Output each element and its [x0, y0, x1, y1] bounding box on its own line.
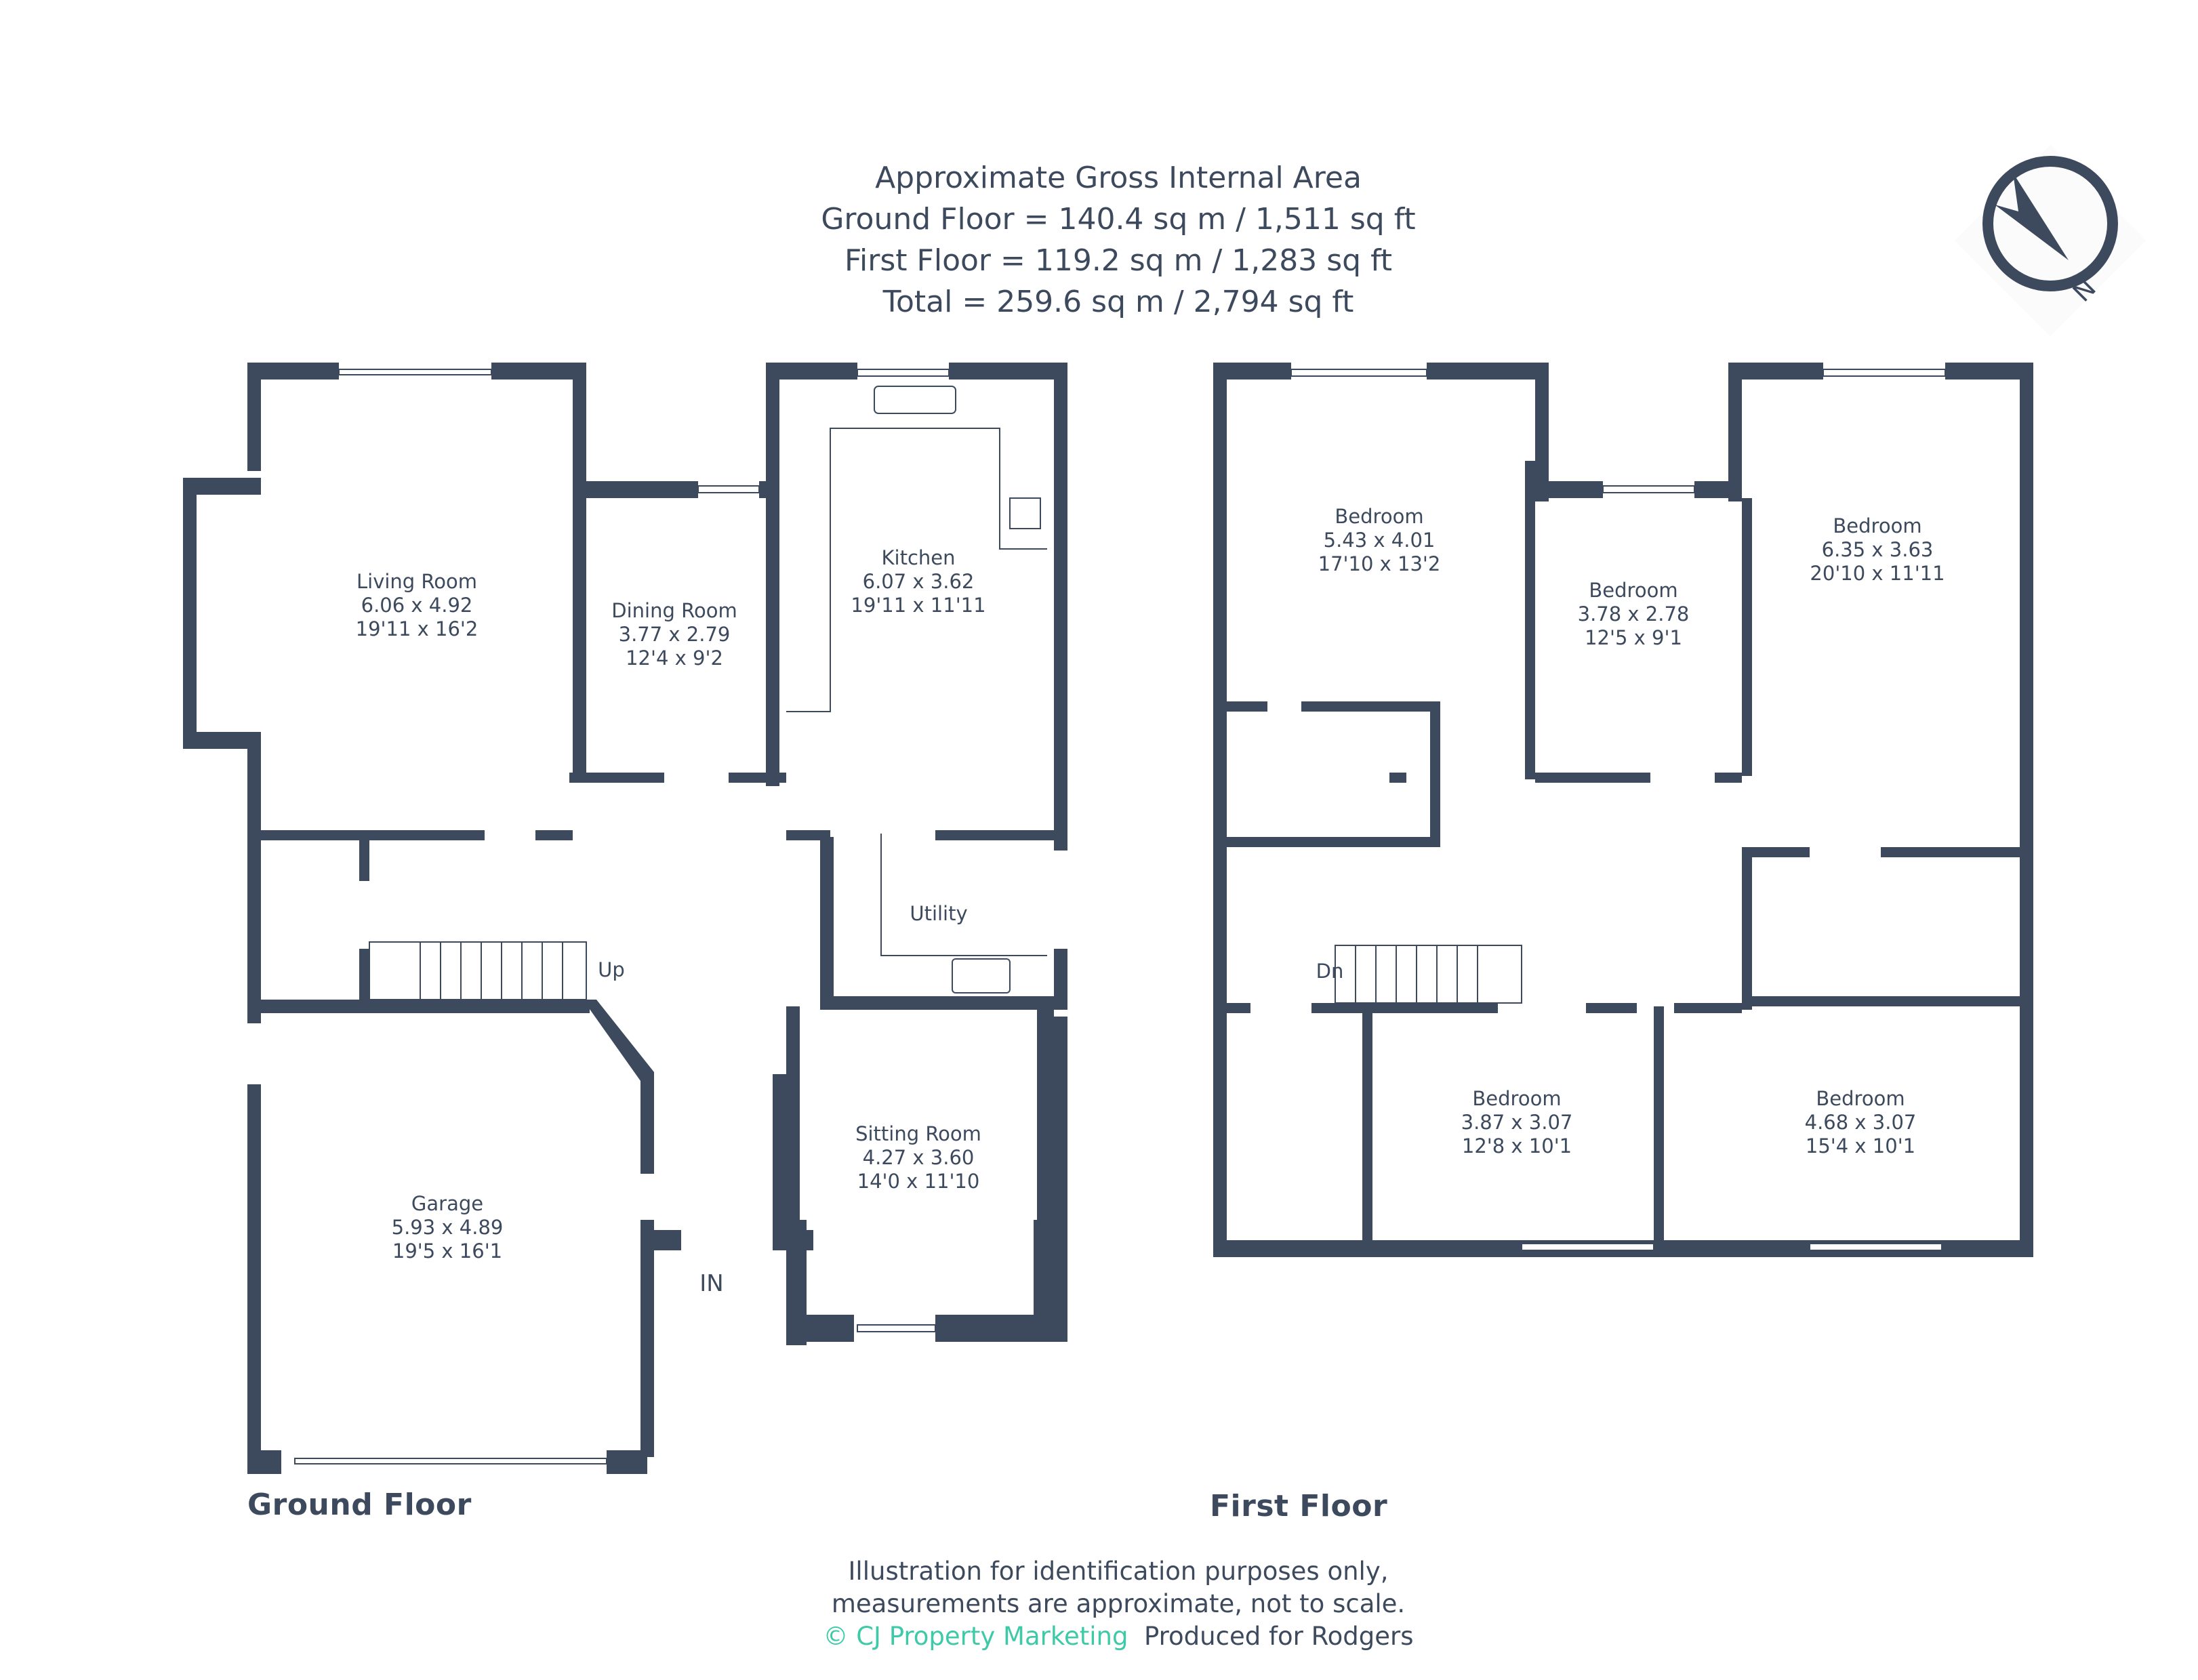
- windows: [294, 369, 1946, 1464]
- bedroom-1-imperial: 17'10 x 13'2: [1318, 552, 1441, 575]
- first-floor-area: First Floor = 119.2 sq m / 1,283 sq ft: [844, 243, 1393, 278]
- bedroom-3-imperial: 20'10 x 11'11: [1810, 562, 1945, 585]
- room-kitchen-name: Kitchen: [882, 546, 956, 569]
- room-garage-metric: 5.93 x 4.89: [392, 1216, 504, 1239]
- disclaimer-line-1: Illustration for identification purposes…: [848, 1557, 1389, 1586]
- room-utility-name: Utility: [910, 902, 967, 925]
- bedroom-4-metric: 3.87 x 3.07: [1461, 1111, 1573, 1134]
- bedroom-3-name: Bedroom: [1833, 514, 1921, 537]
- bedroom-2-name: Bedroom: [1589, 579, 1677, 602]
- bedroom-1-name: Bedroom: [1335, 505, 1423, 528]
- bedroom-3-metric: 6.35 x 3.63: [1822, 538, 1934, 561]
- room-living-imperial: 19'11 x 16'2: [356, 617, 479, 640]
- bedroom-1-metric: 5.43 x 4.01: [1324, 529, 1436, 552]
- ground-floor-area: Ground Floor = 140.4 sq m / 1,511 sq ft: [821, 202, 1416, 237]
- bedroom-5-imperial: 15'4 x 10'1: [1806, 1134, 1915, 1157]
- room-living-name: Living Room: [357, 570, 477, 593]
- room-garage-imperial: 19'5 x 16'1: [392, 1239, 502, 1263]
- area-title: Approximate Gross Internal Area: [875, 161, 1362, 195]
- bedroom-4-imperial: 12'8 x 10'1: [1462, 1134, 1572, 1157]
- bedroom-5-metric: 4.68 x 3.07: [1805, 1111, 1917, 1134]
- bedroom-2-metric: 3.78 x 2.78: [1578, 602, 1690, 626]
- kitchen-worktops: [786, 386, 1047, 993]
- bedroom-5-name: Bedroom: [1816, 1087, 1905, 1110]
- ground-floor-title: Ground Floor: [247, 1488, 472, 1522]
- disclaimer-footer: Illustration for identification purposes…: [678, 1555, 1559, 1653]
- room-sitting-name: Sitting Room: [855, 1122, 981, 1145]
- room-garage-name: Garage: [411, 1192, 483, 1215]
- room-sitting-imperial: 14'0 x 11'10: [857, 1170, 980, 1193]
- bedroom-2-imperial: 12'5 x 9'1: [1585, 626, 1682, 649]
- credits-line: © CJ Property Marketing Produced for Rod…: [678, 1620, 1559, 1653]
- bedroom-4-name: Bedroom: [1472, 1087, 1561, 1110]
- room-dining-name: Dining Room: [611, 599, 737, 622]
- area-summary: Approximate Gross Internal Area Ground F…: [678, 157, 1559, 323]
- disclaimer-line-2: measurements are approximate, not to sca…: [831, 1589, 1406, 1618]
- room-dining-imperial: 12'4 x 9'2: [626, 647, 723, 670]
- first-floor-walls: [1213, 363, 2033, 1257]
- ground-floor-walls: [183, 363, 1067, 1474]
- room-kitchen-metric: 6.07 x 3.62: [863, 570, 975, 593]
- stairs-down-label: Dn: [1316, 960, 1344, 983]
- ground-floor-stairs: [369, 941, 587, 1000]
- room-kitchen-imperial: 19'11 x 11'11: [851, 594, 985, 617]
- produced-for: Produced for Rodgers: [1143, 1622, 1414, 1651]
- stairs-up-label: Up: [598, 958, 625, 981]
- room-dining-metric: 3.77 x 2.79: [619, 623, 731, 646]
- entrance-label: IN: [699, 1270, 723, 1297]
- brand-credit: © CJ Property Marketing: [823, 1622, 1128, 1651]
- room-living-metric: 6.06 x 4.92: [361, 594, 473, 617]
- first-floor-stairs: [1335, 945, 1522, 1004]
- room-sitting-metric: 4.27 x 3.60: [863, 1146, 975, 1169]
- north-arrow-compass-icon: N: [1954, 144, 2146, 337]
- ground-floor-room-labels: Living Room 6.06 x 4.92 19'11 x 16'2 Din…: [356, 546, 986, 1297]
- total-area: Total = 259.6 sq m / 2,794 sq ft: [882, 285, 1354, 319]
- first-floor-room-labels: Bedroom 5.43 x 4.01 17'10 x 13'2 Bedroom…: [1316, 505, 1945, 1157]
- first-floor-title: First Floor: [1210, 1489, 1388, 1523]
